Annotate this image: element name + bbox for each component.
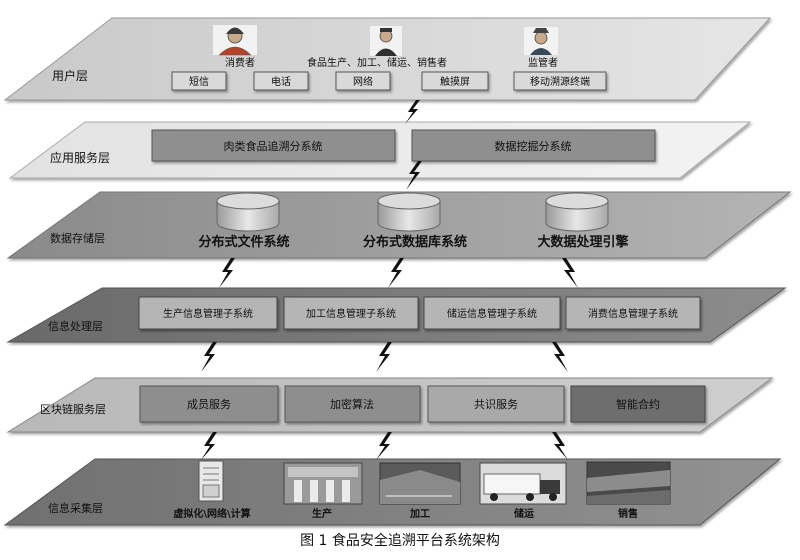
- meat-trace-subsystem-label: 肉类食品追溯分系统: [224, 139, 323, 153]
- sales-market-photo: [586, 461, 671, 505]
- virtualization-network-computing-label: 虚拟化\网络\计算: [173, 507, 250, 520]
- production-info-subsystem-box: 生产信息管理子系统: [138, 296, 278, 330]
- lightning-connector-icon: [406, 161, 422, 190]
- producer-avatar: [370, 26, 402, 56]
- consumption-info-subsystem-label: 消费信息管理子系统: [588, 307, 678, 320]
- actor-producer-label: 食品生产、加工、储运、销售者: [307, 56, 447, 69]
- consensus-service-box: 共识服务: [427, 385, 565, 423]
- production-photo: [283, 462, 363, 505]
- channel-sms-label: 短信: [189, 75, 209, 88]
- smart-contract-label: 智能合约: [616, 397, 660, 411]
- channel-touchscreen-box: 触摸屏: [421, 71, 489, 91]
- app-layer: 应用服务层 肉类食品追溯分系统 数据挖掘分系统: [8, 121, 752, 179]
- blockchain-layer: 区块链服务层 成员服务 加密算法 共识服务 智能合约: [6, 377, 774, 433]
- channel-touchscreen-label: 触摸屏: [440, 75, 470, 88]
- consumption-info-subsystem-box: 消费信息管理子系统: [565, 296, 701, 330]
- storage-transport-info-subsystem-box: 储运信息管理子系统: [423, 296, 561, 330]
- blockchain-layer-label: 区块链服务层: [40, 402, 106, 416]
- collection-layer: 信息采集层: [3, 458, 782, 526]
- smart-contract-box: 智能合约: [570, 385, 706, 423]
- lightning-connector-icon: [405, 100, 420, 124]
- data-mining-subsystem-label: 数据挖掘分系统: [495, 139, 572, 153]
- member-service-label: 成员服务: [187, 398, 231, 411]
- lightning-connector-icon: [219, 258, 235, 288]
- actor-supervisor-label: 监管者: [528, 56, 558, 69]
- transport-truck-photo: [479, 462, 567, 505]
- encryption-algorithm-box: 加密算法: [284, 385, 421, 423]
- lightning-connector-icon: [562, 258, 578, 288]
- member-service-box: 成员服务: [139, 385, 279, 423]
- server-rack-icon: [198, 460, 224, 502]
- storage-layer-label: 数据存储层: [50, 231, 105, 245]
- lightning-connector-icon: [388, 258, 404, 288]
- channel-network-box: 网络: [335, 71, 391, 91]
- processing-photo: [379, 462, 461, 505]
- data-mining-subsystem-box: 数据挖掘分系统: [411, 129, 656, 162]
- lightning-connector-icon: [201, 342, 217, 372]
- channel-phone-box: 电话: [253, 71, 309, 91]
- channel-mobile-terminal-box: 移动溯源终端: [513, 71, 607, 91]
- connectors: [201, 100, 578, 460]
- big-data-engine-label: 大数据处理引擎: [537, 234, 628, 250]
- production-label: 生产: [312, 507, 332, 520]
- app-layer-label: 应用服务层: [50, 150, 110, 165]
- database-cylinder-icon: [216, 192, 280, 232]
- production-info-subsystem-label: 生产信息管理子系统: [163, 307, 253, 320]
- lightning-connector-icon: [376, 342, 392, 372]
- processing-layer-label: 信息处理层: [48, 319, 103, 333]
- meat-trace-subsystem-box: 肉类食品追溯分系统: [151, 129, 396, 162]
- channel-network-label: 网络: [353, 75, 373, 88]
- storage-transport-info-subsystem-label: 储运信息管理子系统: [447, 307, 537, 320]
- distributed-fs-label: 分布式文件系统: [198, 234, 289, 250]
- processing-label: 加工: [409, 507, 430, 520]
- figure-caption: 图 1 食品安全追溯平台系统架构: [300, 533, 500, 549]
- user-layer-label: 用户层: [52, 68, 88, 83]
- database-cylinder-icon: [545, 192, 609, 232]
- sales-label: 销售: [618, 507, 638, 520]
- supervisor-avatar: [524, 27, 558, 55]
- processing-layer: 信息处理层 生产信息管理子系统 加工信息管理子系统 储运信息管理子系统 消费信息…: [6, 287, 787, 343]
- lightning-connector-icon: [552, 342, 568, 372]
- channel-mobile-terminal-label: 移动溯源终端: [530, 75, 590, 88]
- collection-layer-label: 信息采集层: [48, 501, 103, 515]
- storage-layer: 数据存储层 分布式文件系统 分布式数据库系统 大数据处理引擎: [6, 191, 792, 259]
- processing-info-subsystem-box: 加工信息管理子系统: [283, 296, 419, 330]
- user-layer: 用户层 消费者 食品生产、加工、储运、销售者 监管者 短信: [3, 17, 772, 101]
- lightning-connector-icon: [552, 432, 568, 460]
- lightning-connector-icon: [201, 432, 217, 460]
- channel-sms-box: 短信: [171, 71, 227, 91]
- processing-info-subsystem-label: 加工信息管理子系统: [306, 307, 396, 320]
- actor-consumer-label: 消费者: [225, 56, 255, 69]
- database-cylinder-icon: [377, 192, 441, 232]
- channel-phone-label: 电话: [271, 75, 291, 88]
- transport-label: 储运: [513, 507, 534, 520]
- consensus-service-label: 共识服务: [474, 398, 518, 411]
- consumer-avatar: [213, 25, 257, 56]
- lightning-connector-icon: [376, 432, 392, 460]
- distributed-db-label: 分布式数据库系统: [363, 234, 467, 250]
- encryption-algorithm-label: 加密算法: [330, 397, 374, 411]
